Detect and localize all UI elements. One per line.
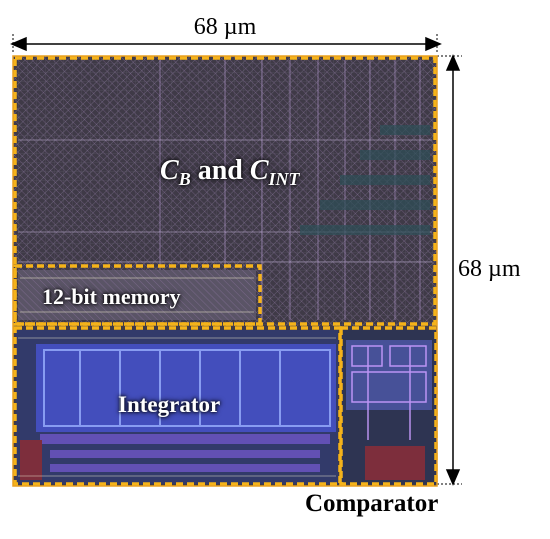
width-dimension-arrow	[10, 36, 442, 52]
width-dimension-label: 68 µm	[193, 14, 257, 40]
outline-cb-cint	[13, 56, 437, 326]
height-dimension-arrow	[445, 54, 461, 486]
integrator-label: Integrator	[118, 392, 221, 417]
cb-cint-label: CB and CINT	[160, 155, 300, 189]
die-border	[12, 55, 438, 487]
region-outlines	[13, 56, 438, 486]
memory-label: 12-bit memory	[42, 284, 181, 309]
comparator-label: Comparator	[305, 490, 439, 517]
die-layout	[13, 56, 437, 486]
outline-memory	[13, 264, 262, 326]
outline-comparator	[339, 326, 438, 486]
height-dimension-label: 68 µm	[458, 256, 521, 282]
